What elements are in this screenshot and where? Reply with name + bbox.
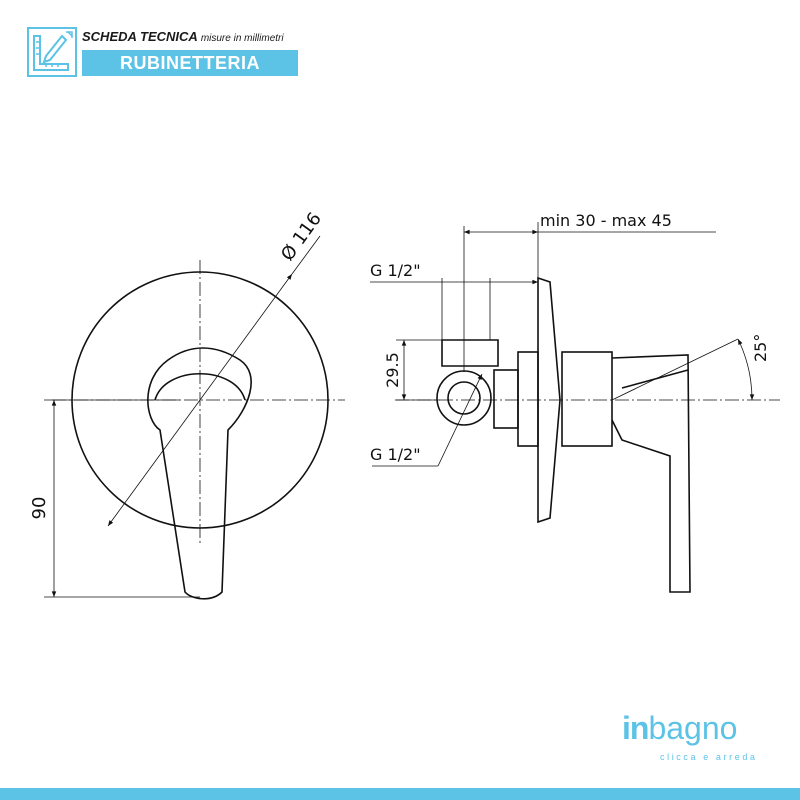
diameter-dim-leader <box>291 235 321 275</box>
diameter-label: Ø 116 <box>277 209 326 265</box>
handle-angle-label: 25° <box>751 334 770 362</box>
technical-sheet-icon <box>27 27 77 77</box>
bottom-inlet-outer <box>436 370 492 426</box>
height-label: 90 <box>29 497 50 520</box>
connection-block <box>493 369 519 429</box>
brand-logo: inbagno clicca e arreda <box>622 708 772 768</box>
bottom-inlet-inner <box>447 381 481 415</box>
brand-name-in: in <box>622 710 649 746</box>
diameter-dim-line <box>107 273 293 527</box>
lever-handle-side <box>611 354 691 593</box>
outlet-offset-label: 29.5 <box>383 352 402 388</box>
thread-bottom-label: G 1/2" <box>370 445 421 464</box>
brand-tagline: clicca e arreda <box>660 752 758 762</box>
top-outlet <box>441 339 499 367</box>
brand-name-rest: bagno <box>648 710 738 746</box>
angle-arc <box>737 338 755 401</box>
side-view <box>436 276 691 593</box>
lever-body-side <box>561 351 613 447</box>
bottom-accent-bar <box>0 788 800 800</box>
front-view <box>44 235 345 600</box>
units-note: misure in millimetri <box>200 33 284 44</box>
depth-range-label: min 30 - max 45 <box>540 211 672 230</box>
valve-body <box>517 351 539 447</box>
angle-ref-line <box>611 338 739 401</box>
thread-top-label: G 1/2" <box>370 261 421 280</box>
category-band: RUBINETTERIA <box>82 50 298 76</box>
side-cover-plate <box>537 276 561 524</box>
thread-bottom-pointer <box>437 373 483 467</box>
